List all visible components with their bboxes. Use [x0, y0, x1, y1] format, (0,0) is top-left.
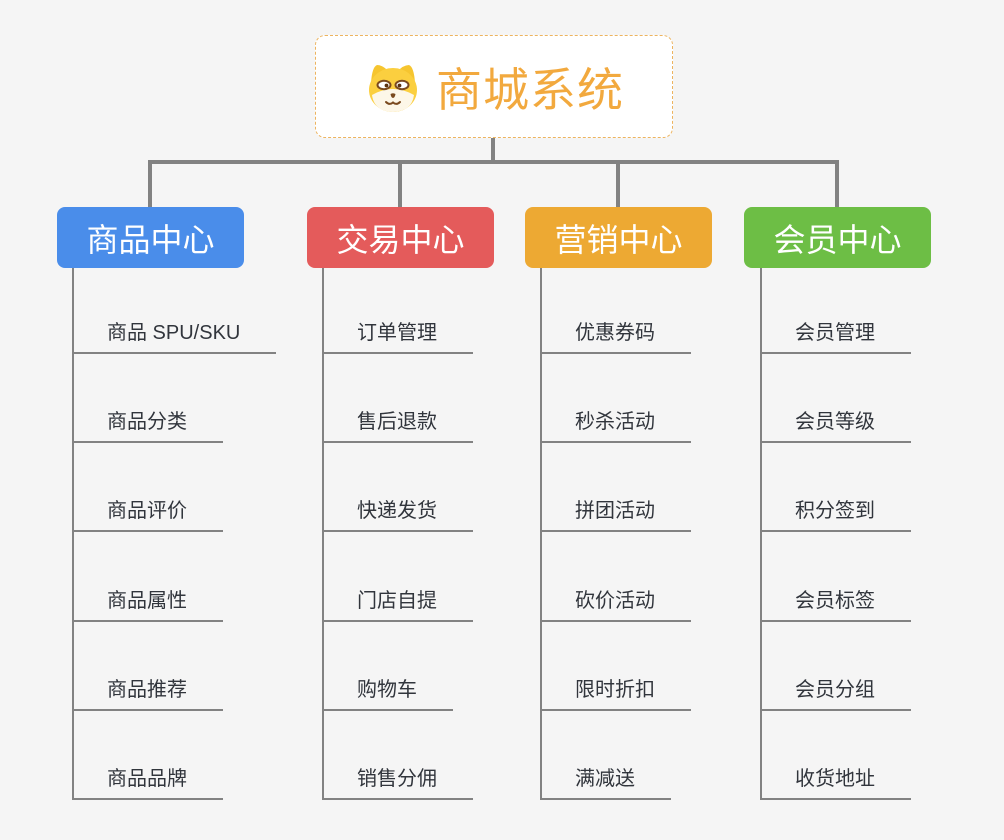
branch-label: 营销中心 — [554, 221, 683, 258]
subtopic-column-marketing: 优惠券码 秒杀活动 拼团活动 砍价活动 限时折扣 满减送 — [540, 268, 802, 800]
connector-drop-member — [835, 160, 839, 209]
dog-face-icon — [369, 64, 417, 112]
subtopic[interactable]: 砍价活动 — [542, 588, 691, 622]
subtopic[interactable]: 拼团活动 — [542, 498, 691, 532]
subtopic[interactable]: 收货地址 — [762, 766, 911, 800]
connector-drop-product — [148, 160, 152, 209]
subtopic-column-trade: 订单管理 售后退款 快递发货 门店自提 购物车 销售分佣 — [322, 268, 584, 800]
subtopic[interactable]: 购物车 — [324, 677, 453, 711]
branch-label: 商品中心 — [86, 221, 215, 258]
connector-drop-trade — [398, 160, 402, 209]
subtopic[interactable]: 优惠券码 — [542, 320, 691, 354]
subtopic[interactable]: 满减送 — [542, 766, 671, 800]
branch-topic-trade-center[interactable]: 交易中心 — [307, 207, 494, 268]
subtopic[interactable]: 会员分组 — [762, 677, 911, 711]
subtopic[interactable]: 积分签到 — [762, 498, 911, 532]
subtopic[interactable]: 会员等级 — [762, 409, 911, 443]
connector-drop-marketing — [616, 160, 620, 209]
root-topic-label: 商城系统 — [436, 63, 624, 116]
subtopic[interactable]: 商品分类 — [74, 409, 223, 443]
connector-root-stem — [491, 138, 495, 164]
branch-topic-product-center[interactable]: 商品中心 — [57, 207, 244, 268]
subtopic[interactable]: 商品品牌 — [74, 766, 223, 800]
subtopic[interactable]: 商品 SPU/SKU — [74, 320, 277, 354]
subtopic[interactable]: 秒杀活动 — [542, 409, 691, 443]
root-topic[interactable]: 商城系统 — [315, 35, 673, 138]
subtopic[interactable]: 订单管理 — [324, 320, 473, 354]
subtopic[interactable]: 售后退款 — [324, 409, 473, 443]
subtopic[interactable]: 销售分佣 — [324, 766, 473, 800]
branch-label: 交易中心 — [336, 221, 465, 258]
subtopic[interactable]: 快递发货 — [324, 498, 473, 532]
subtopic[interactable]: 限时折扣 — [542, 677, 691, 711]
subtopic-column-product: 商品 SPU/SKU 商品分类 商品评价 商品属性 商品推荐 商品品牌 — [72, 268, 334, 800]
subtopic[interactable]: 商品评价 — [74, 498, 223, 532]
subtopic[interactable]: 会员标签 — [762, 588, 911, 622]
branch-label: 会员中心 — [773, 221, 902, 258]
subtopic[interactable]: 商品属性 — [74, 588, 223, 622]
subtopic[interactable]: 门店自提 — [324, 588, 473, 622]
branch-topic-member-center[interactable]: 会员中心 — [744, 207, 931, 268]
subtopic-column-member: 会员管理 会员等级 积分签到 会员标签 会员分组 收货地址 — [760, 268, 1004, 800]
subtopic[interactable]: 会员管理 — [762, 320, 911, 354]
connector-horizontal-bar — [149, 160, 839, 164]
subtopic[interactable]: 商品推荐 — [74, 677, 223, 711]
branch-topic-marketing-center[interactable]: 营销中心 — [525, 207, 712, 268]
